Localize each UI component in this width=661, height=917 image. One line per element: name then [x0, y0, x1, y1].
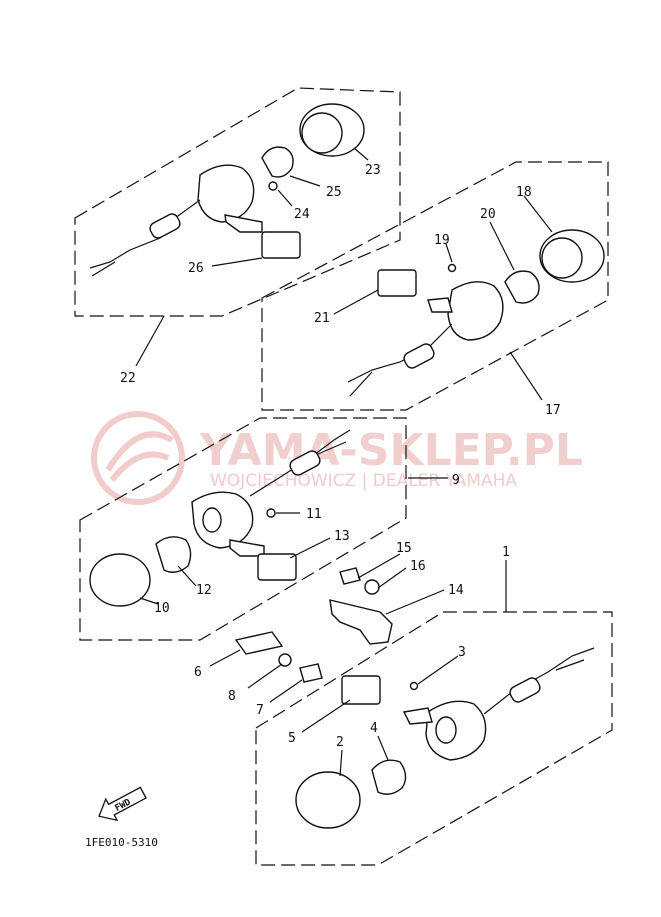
- socket-21: [377, 269, 417, 297]
- callout-18: 18: [516, 185, 532, 200]
- leader-lines: [135, 147, 553, 777]
- group-outline-rear-left: [74, 87, 401, 317]
- callout-17: 17: [545, 403, 561, 418]
- callout-26: 26: [188, 261, 204, 276]
- screw-3: [409, 681, 419, 691]
- wire-sleeve: [289, 450, 321, 476]
- callout-24: 24: [294, 207, 310, 222]
- bulb-12: [155, 536, 192, 573]
- callout-20: 20: [480, 207, 496, 222]
- flasher-bracket: [229, 539, 265, 557]
- callout-25: 25: [326, 185, 342, 200]
- flasher-bracket: [224, 214, 263, 233]
- callout-3: 3: [458, 645, 466, 660]
- bracket-14: [329, 599, 393, 645]
- diagram-code: 1FE010-5310: [85, 836, 158, 849]
- washer-16: [364, 579, 380, 595]
- callout-labels: 23 25 24 26 22 18 20 19 21 17 9 11 13 10…: [120, 163, 561, 750]
- wire-sleeve: [403, 343, 435, 369]
- washer-8: [278, 653, 292, 667]
- socket-5: [341, 675, 381, 705]
- callout-22: 22: [120, 371, 136, 386]
- callout-14: 14: [448, 583, 464, 598]
- group-outline-front-left: [79, 417, 407, 641]
- group-outline-front-right: [255, 611, 613, 866]
- bulb-4: [371, 759, 407, 795]
- lens-10: [89, 553, 151, 607]
- callout-19: 19: [434, 233, 450, 248]
- bulb-25: [261, 146, 294, 178]
- callout-6: 6: [194, 665, 202, 680]
- flasher-wire: [483, 647, 595, 715]
- callout-8: 8: [228, 689, 236, 704]
- callout-9: 9: [452, 473, 460, 488]
- flasher-body: [197, 164, 255, 223]
- wire-sleeve: [509, 677, 541, 703]
- flasher-assembly-1: [295, 647, 595, 829]
- screw-19: [447, 263, 457, 273]
- watermark-logo: [91, 411, 185, 505]
- flasher-assembly-9: [89, 429, 351, 607]
- bracket-6: [234, 631, 284, 655]
- callout-2: 2: [336, 735, 344, 750]
- flasher-wire: [89, 199, 201, 277]
- watermark-title: YAMA-SKLEP.PL: [199, 425, 583, 476]
- flasher-body: [447, 281, 504, 341]
- callout-1: 1: [502, 545, 510, 560]
- lens-2: [295, 771, 361, 829]
- callout-4: 4: [370, 721, 378, 736]
- callout-16: 16: [410, 559, 426, 574]
- watermark-subtitle: WOJCIECHOWICZ | DEALER YAMAHA: [210, 471, 517, 491]
- fwd-arrow-icon: FWD: [98, 786, 147, 822]
- callout-11: 11: [306, 507, 322, 522]
- callout-10: 10: [154, 601, 170, 616]
- mounting-hardware: [234, 567, 393, 683]
- screw-11: [266, 508, 276, 518]
- flasher-assembly-17: [347, 229, 605, 397]
- group-outline-rear-right: [261, 161, 609, 411]
- flasher-socket-hole: [435, 716, 457, 744]
- bulb-20: [504, 270, 540, 304]
- flasher-assembly-22: [89, 103, 365, 277]
- wire-sleeve: [149, 213, 181, 239]
- callout-23: 23: [365, 163, 381, 178]
- flasher-bracket: [427, 297, 453, 313]
- callout-21: 21: [314, 311, 330, 326]
- socket-13: [257, 553, 297, 581]
- bolt-7: [299, 663, 323, 683]
- callout-7: 7: [256, 703, 264, 718]
- flasher-bracket: [402, 707, 433, 725]
- bolt-15: [339, 567, 361, 585]
- callout-13: 13: [334, 529, 350, 544]
- flasher-wire: [347, 323, 453, 397]
- watermark: YAMA-SKLEP.PL WOJCIECHOWICZ | DEALER YAM…: [91, 411, 583, 505]
- callout-5: 5: [288, 731, 296, 746]
- callout-12: 12: [196, 583, 212, 598]
- flasher-body: [191, 491, 254, 549]
- flasher-socket-hole: [202, 507, 222, 533]
- callout-15: 15: [396, 541, 412, 556]
- lens-23-inner: [301, 112, 343, 154]
- socket-26: [261, 231, 301, 259]
- lens-18-inner: [541, 237, 583, 279]
- screw-24: [268, 181, 278, 191]
